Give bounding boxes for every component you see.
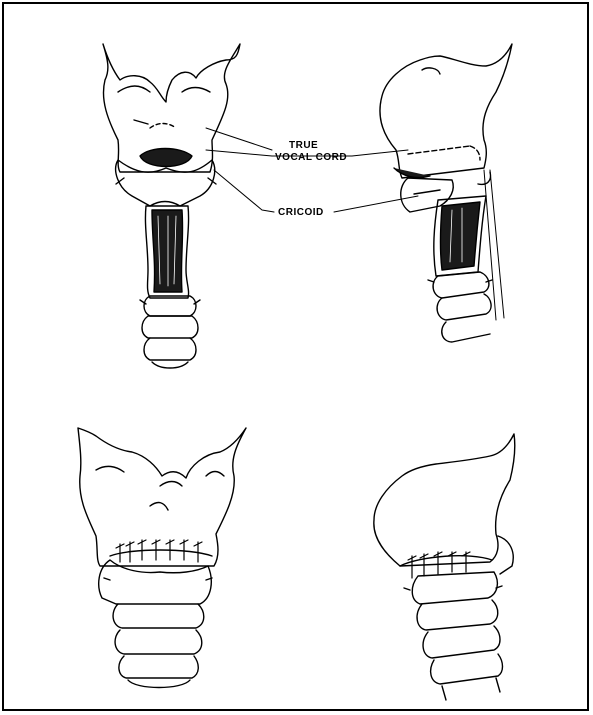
front-view-after xyxy=(78,428,246,688)
label-true-vocal-cord-line1: TRUE xyxy=(289,140,318,152)
lateral-view-before xyxy=(380,44,512,342)
thyroid-cartilage-lateral xyxy=(380,44,512,178)
lateral-view-after xyxy=(374,434,515,700)
front-view-before xyxy=(103,44,240,368)
label-true-vocal-cord-line2: VOCAL CORD xyxy=(275,152,347,164)
trachea-lateral-after xyxy=(412,572,497,604)
thyroid-cartilage-after xyxy=(78,428,246,566)
label-cricoid: CRICOID xyxy=(278,207,324,219)
thyroid-cartilage-lateral-after xyxy=(374,434,515,566)
